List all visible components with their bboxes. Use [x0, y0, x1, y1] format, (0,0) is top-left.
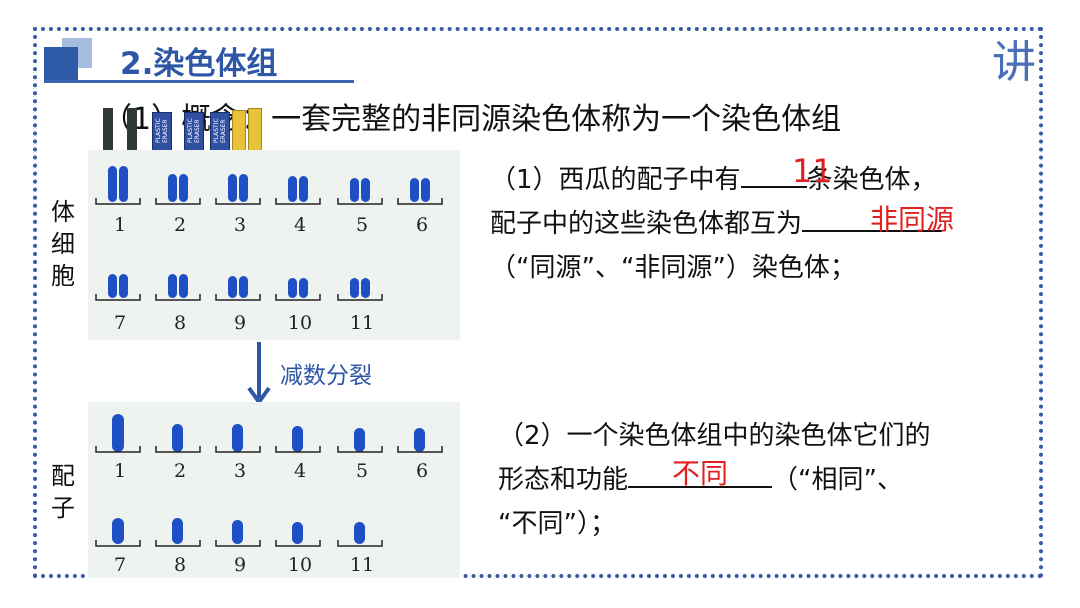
chromosome-number: 3	[233, 460, 247, 482]
chromosome-number: 1	[113, 214, 127, 236]
gamete-label: 配 子	[51, 462, 75, 522]
chromosome-number: 8	[173, 554, 187, 576]
question-1-line-3: （“同源”、“非同源”）染色体；	[490, 253, 856, 283]
chromosome-number: 4	[293, 214, 307, 236]
chromosome-number: 4	[293, 460, 307, 482]
section-title: 2.染色体组	[120, 46, 278, 82]
chromosome-number: 10	[287, 312, 313, 334]
question-1-line-1: （1）西瓜的配子中有条染色体，	[490, 158, 937, 202]
chromosome-number: 9	[233, 554, 247, 576]
answer-blank	[628, 460, 773, 488]
gamete-karyotype-panel	[88, 402, 460, 578]
chromosome-number: 1	[113, 460, 127, 482]
chromosome-number: 5	[355, 460, 369, 482]
chromosome-number: 7	[113, 554, 127, 576]
question-2-line-2: 形态和功能（“相同”、	[498, 458, 903, 502]
chromosome-number: 11	[349, 554, 375, 576]
chromosome-number: 5	[355, 214, 369, 236]
chromosome-number: 6	[415, 460, 429, 482]
slide-frame	[33, 27, 1043, 578]
down-arrow-icon	[247, 342, 271, 406]
somatic-cell-label: 体 细 胞	[51, 198, 75, 290]
chromosome-number: 11	[349, 312, 375, 334]
chromosome-number: 7	[113, 312, 127, 334]
chromosome-number: 6	[415, 214, 429, 236]
chromosome-number: 8	[173, 312, 187, 334]
answer-form-function: 不同	[672, 457, 729, 490]
gamete-chromosomes	[95, 414, 443, 547]
chromosome-number: 2	[173, 214, 187, 236]
answer-homology: 非同源	[870, 203, 955, 236]
chromosome-number: 3	[233, 214, 247, 236]
chromosome-number: 9	[233, 312, 247, 334]
answer-blank	[802, 204, 943, 232]
answer-chromosome-count: 11	[792, 152, 833, 190]
answer-blank	[740, 160, 807, 188]
corner-label: 讲	[992, 37, 1036, 88]
title-underline	[44, 80, 354, 83]
question-1-line-2: 配子中的这些染色体都互为	[490, 202, 943, 246]
chromosome-number: 2	[173, 460, 187, 482]
question-2-line-3: “不同”）；	[498, 509, 616, 539]
somatic-chromosomes	[95, 166, 443, 301]
meiosis-label: 减数分裂	[280, 363, 372, 389]
chromosome-number: 10	[287, 554, 313, 576]
title-decoration-square	[44, 47, 78, 81]
somatic-karyotype-panel	[88, 150, 460, 340]
question-2-line-1: （2）一个染色体组中的染色体它们的	[498, 421, 931, 451]
